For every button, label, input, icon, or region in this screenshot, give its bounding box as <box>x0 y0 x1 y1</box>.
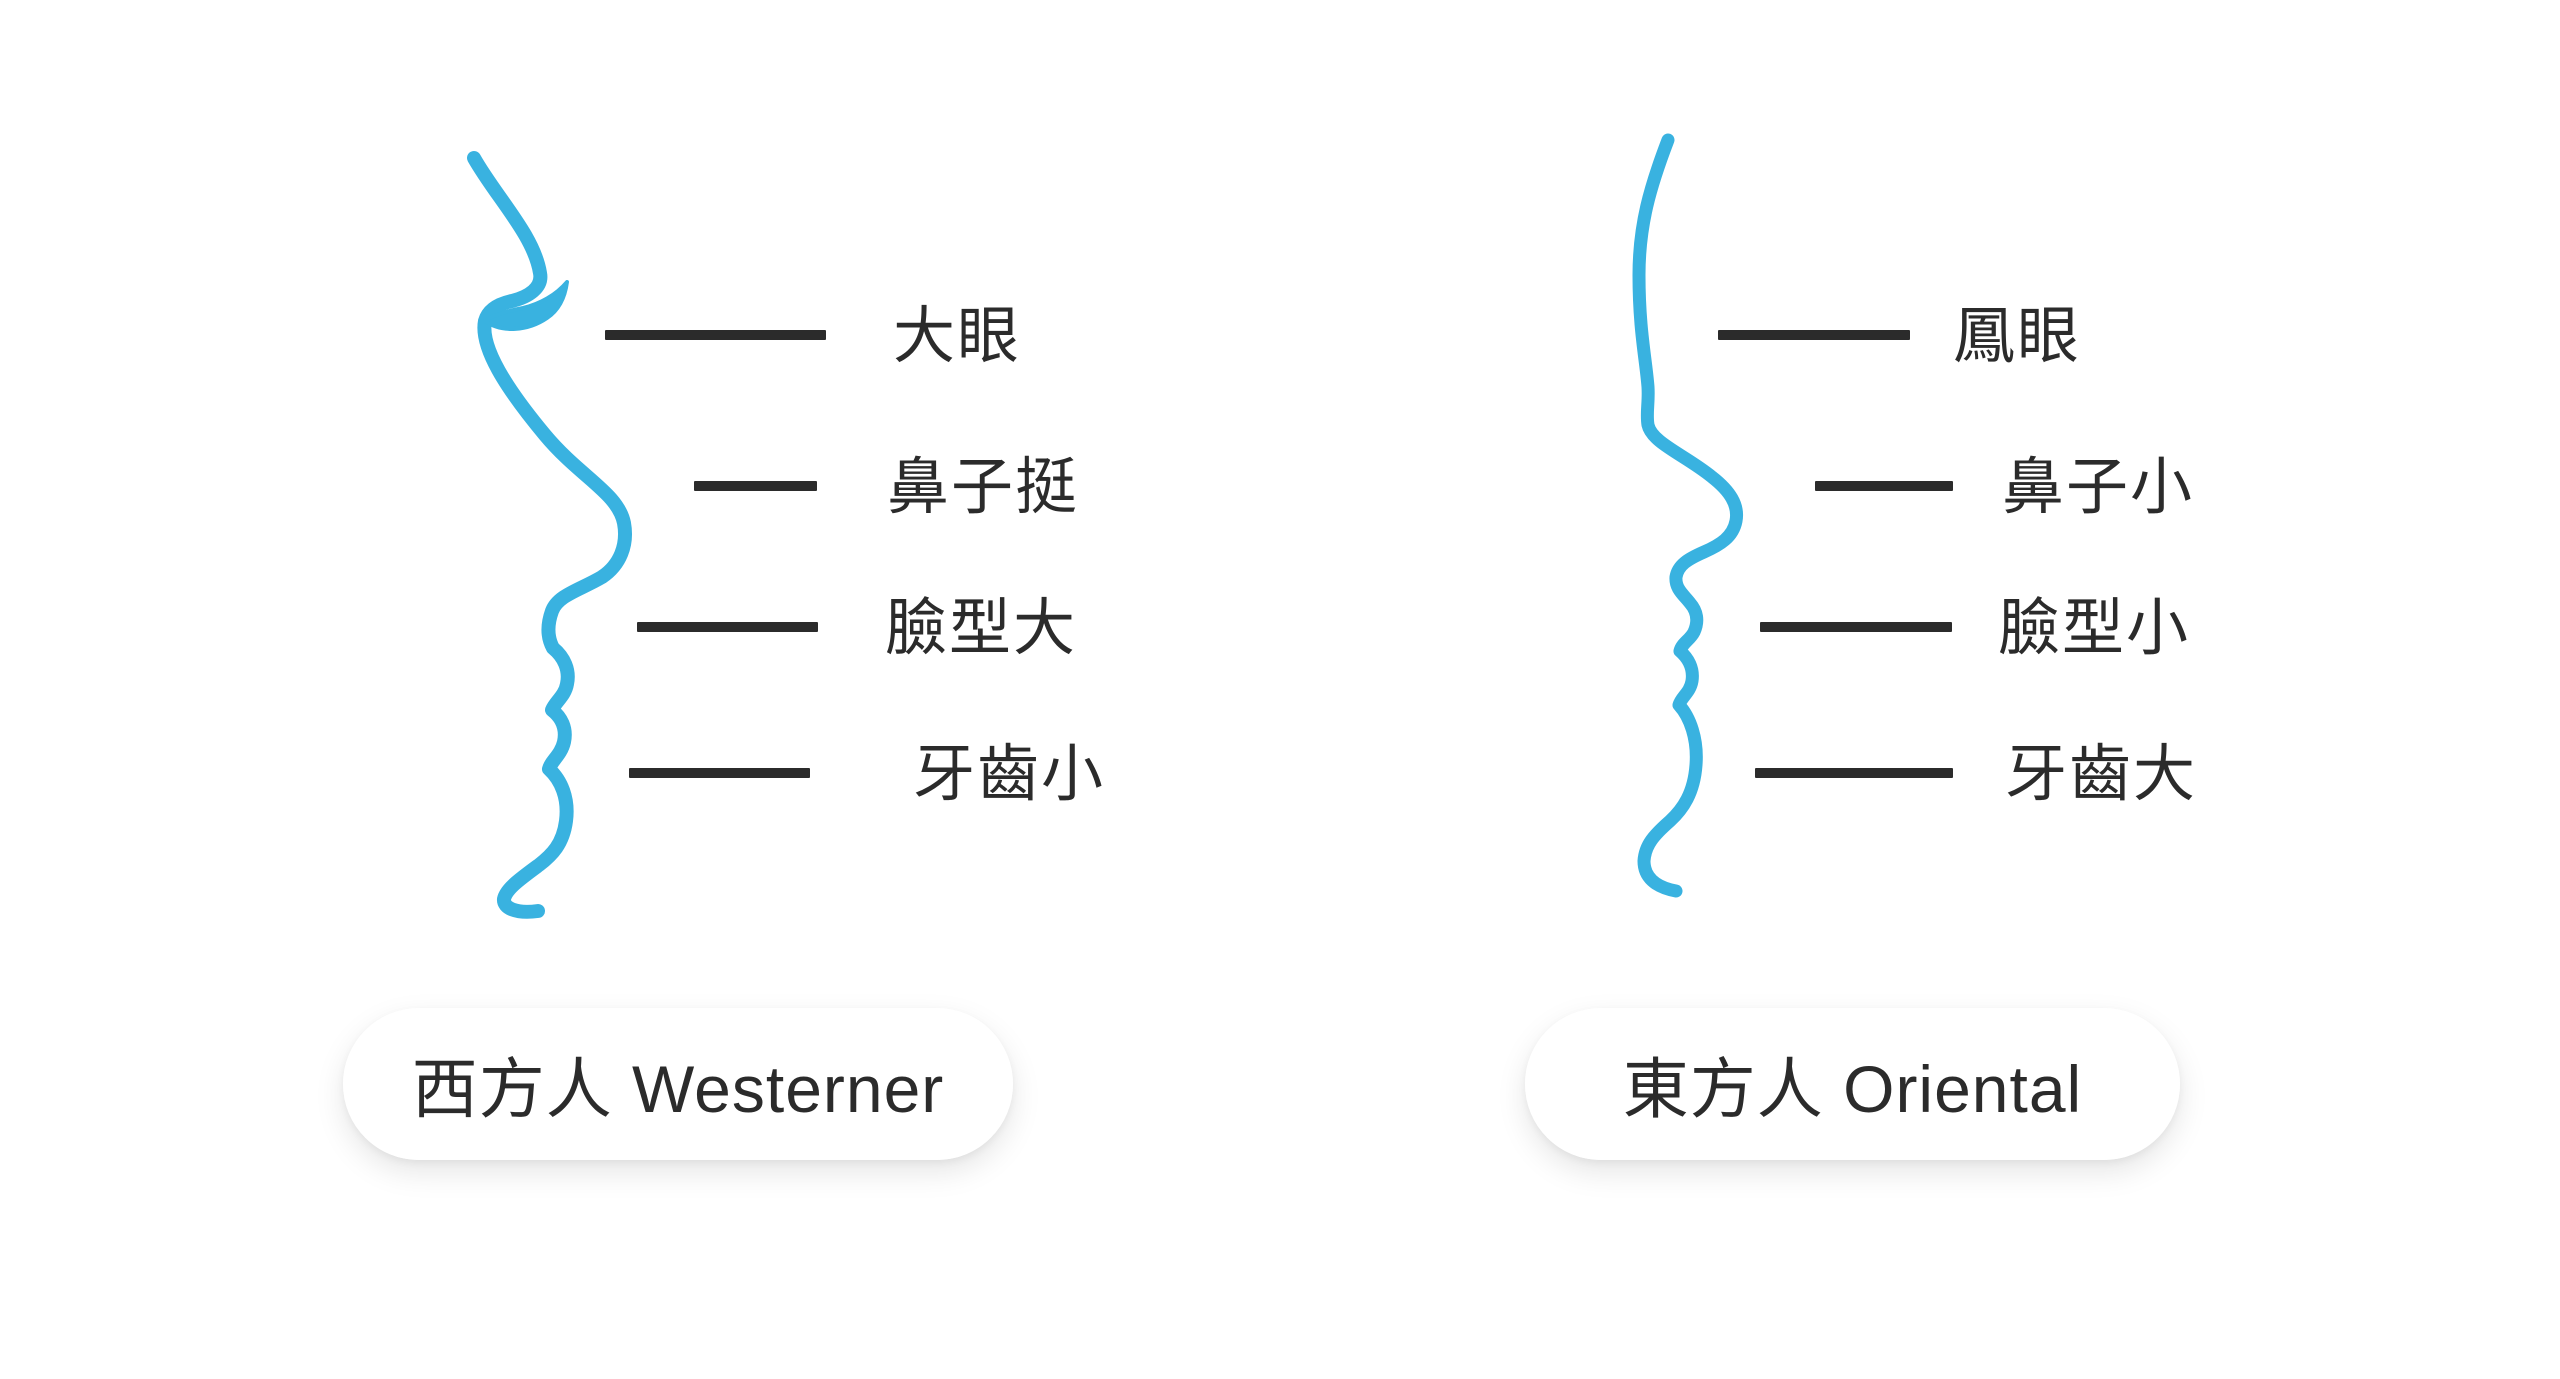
face-profile-westerner-icon <box>467 151 632 919</box>
face-profile-oriental-icon <box>1632 133 1744 898</box>
oriental-caption-button[interactable]: 東方人 Oriental <box>1525 1008 2180 1160</box>
pointer-line-big-eyes <box>605 330 826 340</box>
westerner-caption-button[interactable]: 西方人 Westerner <box>343 1008 1013 1160</box>
pointer-line-small-nose <box>1815 481 1953 491</box>
face-outline-westerner <box>467 151 632 919</box>
pointer-line-small-teeth <box>629 768 810 778</box>
feature-label-small-face: 臉型小 <box>1998 594 2191 663</box>
pointer-line-big-face <box>637 622 818 632</box>
eyebrow-swoosh-westerner <box>483 280 569 331</box>
feature-label-big-face: 臉型大 <box>885 594 1078 663</box>
feature-label-phoenix-eyes: 鳳眼 <box>1953 302 2082 371</box>
feature-label-big-eyes: 大眼 <box>893 302 1022 371</box>
pointer-line-big-teeth <box>1755 768 1953 778</box>
pointer-line-small-face <box>1760 622 1952 632</box>
feature-label-prominent-nose: 鼻子挺 <box>887 453 1080 522</box>
face-outline-oriental <box>1632 133 1744 898</box>
pointer-line-phoenix-eyes <box>1718 330 1910 340</box>
feature-label-small-nose: 鼻子小 <box>2002 453 2195 522</box>
feature-label-small-teeth: 牙齒小 <box>913 740 1106 809</box>
feature-label-big-teeth: 牙齒大 <box>2005 740 2198 809</box>
pointer-line-prominent-nose <box>694 481 817 491</box>
